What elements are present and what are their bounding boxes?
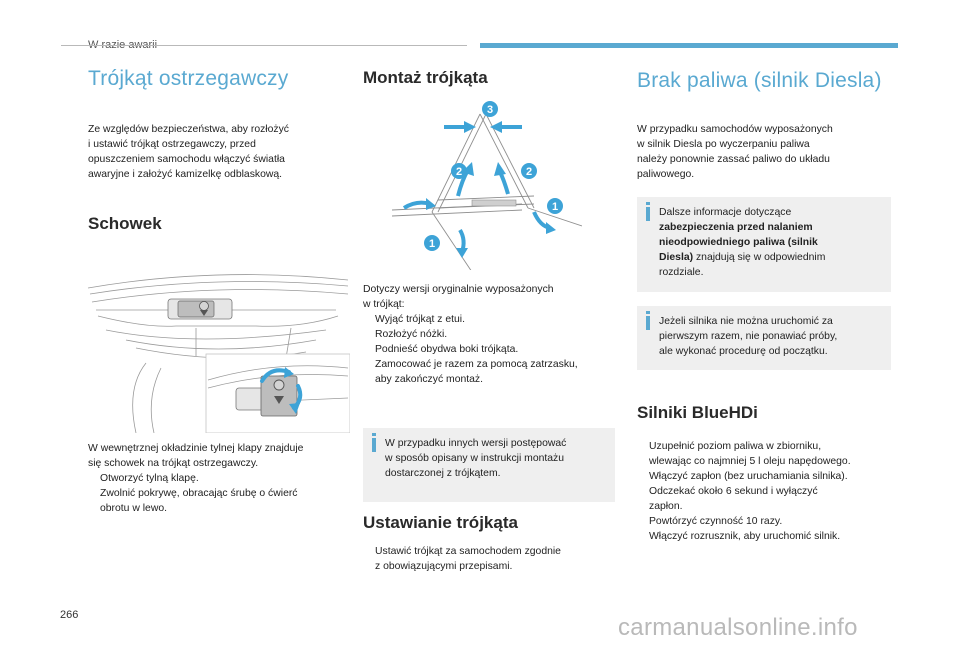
storage-title: Schowek xyxy=(88,214,162,233)
list-item: Wyjąć trójkąt z etui. xyxy=(375,314,465,325)
placement-steps: Ustawić trójkąt za samochodem zgodnie z … xyxy=(363,544,561,574)
list-item: Włączyć rozrusznik, aby uruchomić silnik… xyxy=(649,531,841,542)
header-divider xyxy=(61,45,467,46)
assembly-steps: Wyjąć trójkąt z etui. Rozłożyć nóżki. Po… xyxy=(363,312,578,387)
info-icon xyxy=(646,202,650,205)
warning-triangle-icon xyxy=(200,310,208,316)
list-item: Podnieść obydwa boki trójkąta. xyxy=(375,344,519,355)
bluehdi-steps: Uzupełnić poziom paliwa w zbiorniku, wle… xyxy=(637,439,851,544)
list-item: Odczekać około 6 sekund i wyłączyć zapło… xyxy=(649,486,818,512)
header-accent-bar xyxy=(480,43,898,48)
assembly-intro: Dotyczy wersji oryginalnie wyposażonych … xyxy=(363,284,554,310)
svg-text:2: 2 xyxy=(456,166,462,178)
tailgate-storage-illustration xyxy=(87,274,350,433)
svg-text:1: 1 xyxy=(429,238,435,250)
fuel-out-title: Brak paliwa (silnik Diesla) xyxy=(637,69,882,92)
assembly-note: W przypadku innych wersji postępować w s… xyxy=(363,428,615,502)
misfuel-note: Dalsze informacje dotyczące zabezpieczen… xyxy=(637,197,891,292)
info-icon xyxy=(646,311,650,314)
watermark: carmanualsonline.info xyxy=(618,614,858,641)
svg-text:1: 1 xyxy=(552,201,558,213)
storage-text: W wewnętrznej okładzinie tylnej klapy zn… xyxy=(88,443,304,469)
callout-3: 3 xyxy=(482,101,498,117)
list-item: Rozłożyć nóżki. xyxy=(375,329,448,340)
callout-2-left: 2 xyxy=(451,163,467,179)
warning-triangle-title: Trójkąt ostrzegawczy xyxy=(88,67,289,90)
list-item: Włączyć zapłon (bez uruchamiania silnika… xyxy=(649,471,848,482)
fuel-out-intro: W przypadku samochodów wyposażonych w si… xyxy=(637,124,833,180)
assembly-title: Montaż trójkąta xyxy=(363,68,488,87)
bluehdi-title: Silniki BlueHDi xyxy=(637,403,758,422)
callout-2-right: 2 xyxy=(521,163,537,179)
svg-text:3: 3 xyxy=(487,104,493,116)
callout-1-right: 1 xyxy=(547,198,563,214)
triangle-assembly-illustration: 3 2 2 1 1 xyxy=(392,101,582,270)
page-number: 266 xyxy=(60,609,79,621)
list-item: Uzupełnić poziom paliwa w zbiorniku, wle… xyxy=(649,441,851,467)
callout-1-left: 1 xyxy=(424,235,440,251)
warning-triangle-intro: Ze względów bezpieczeństwa, aby rozłożyć… xyxy=(88,124,289,180)
svg-text:2: 2 xyxy=(526,166,532,178)
list-item: Zwolnić pokrywę, obracając śrubę o ćwier… xyxy=(100,488,298,514)
list-item: Ustawić trójkąt za samochodem zgodnie z … xyxy=(375,546,561,572)
list-item: Powtórzyć czynność 10 razy. xyxy=(649,516,783,527)
placement-title: Ustawianie trójkąta xyxy=(363,513,518,532)
info-icon xyxy=(372,433,376,436)
restart-note: Jeżeli silnika nie można uruchomić za pi… xyxy=(637,306,891,370)
storage-steps: Otworzyć tylną klapę. Zwolnić pokrywę, o… xyxy=(88,471,298,516)
list-item: Otworzyć tylną klapę. xyxy=(100,473,199,484)
list-item: Zamocować je razem za pomocą zatrzasku, … xyxy=(375,359,578,385)
